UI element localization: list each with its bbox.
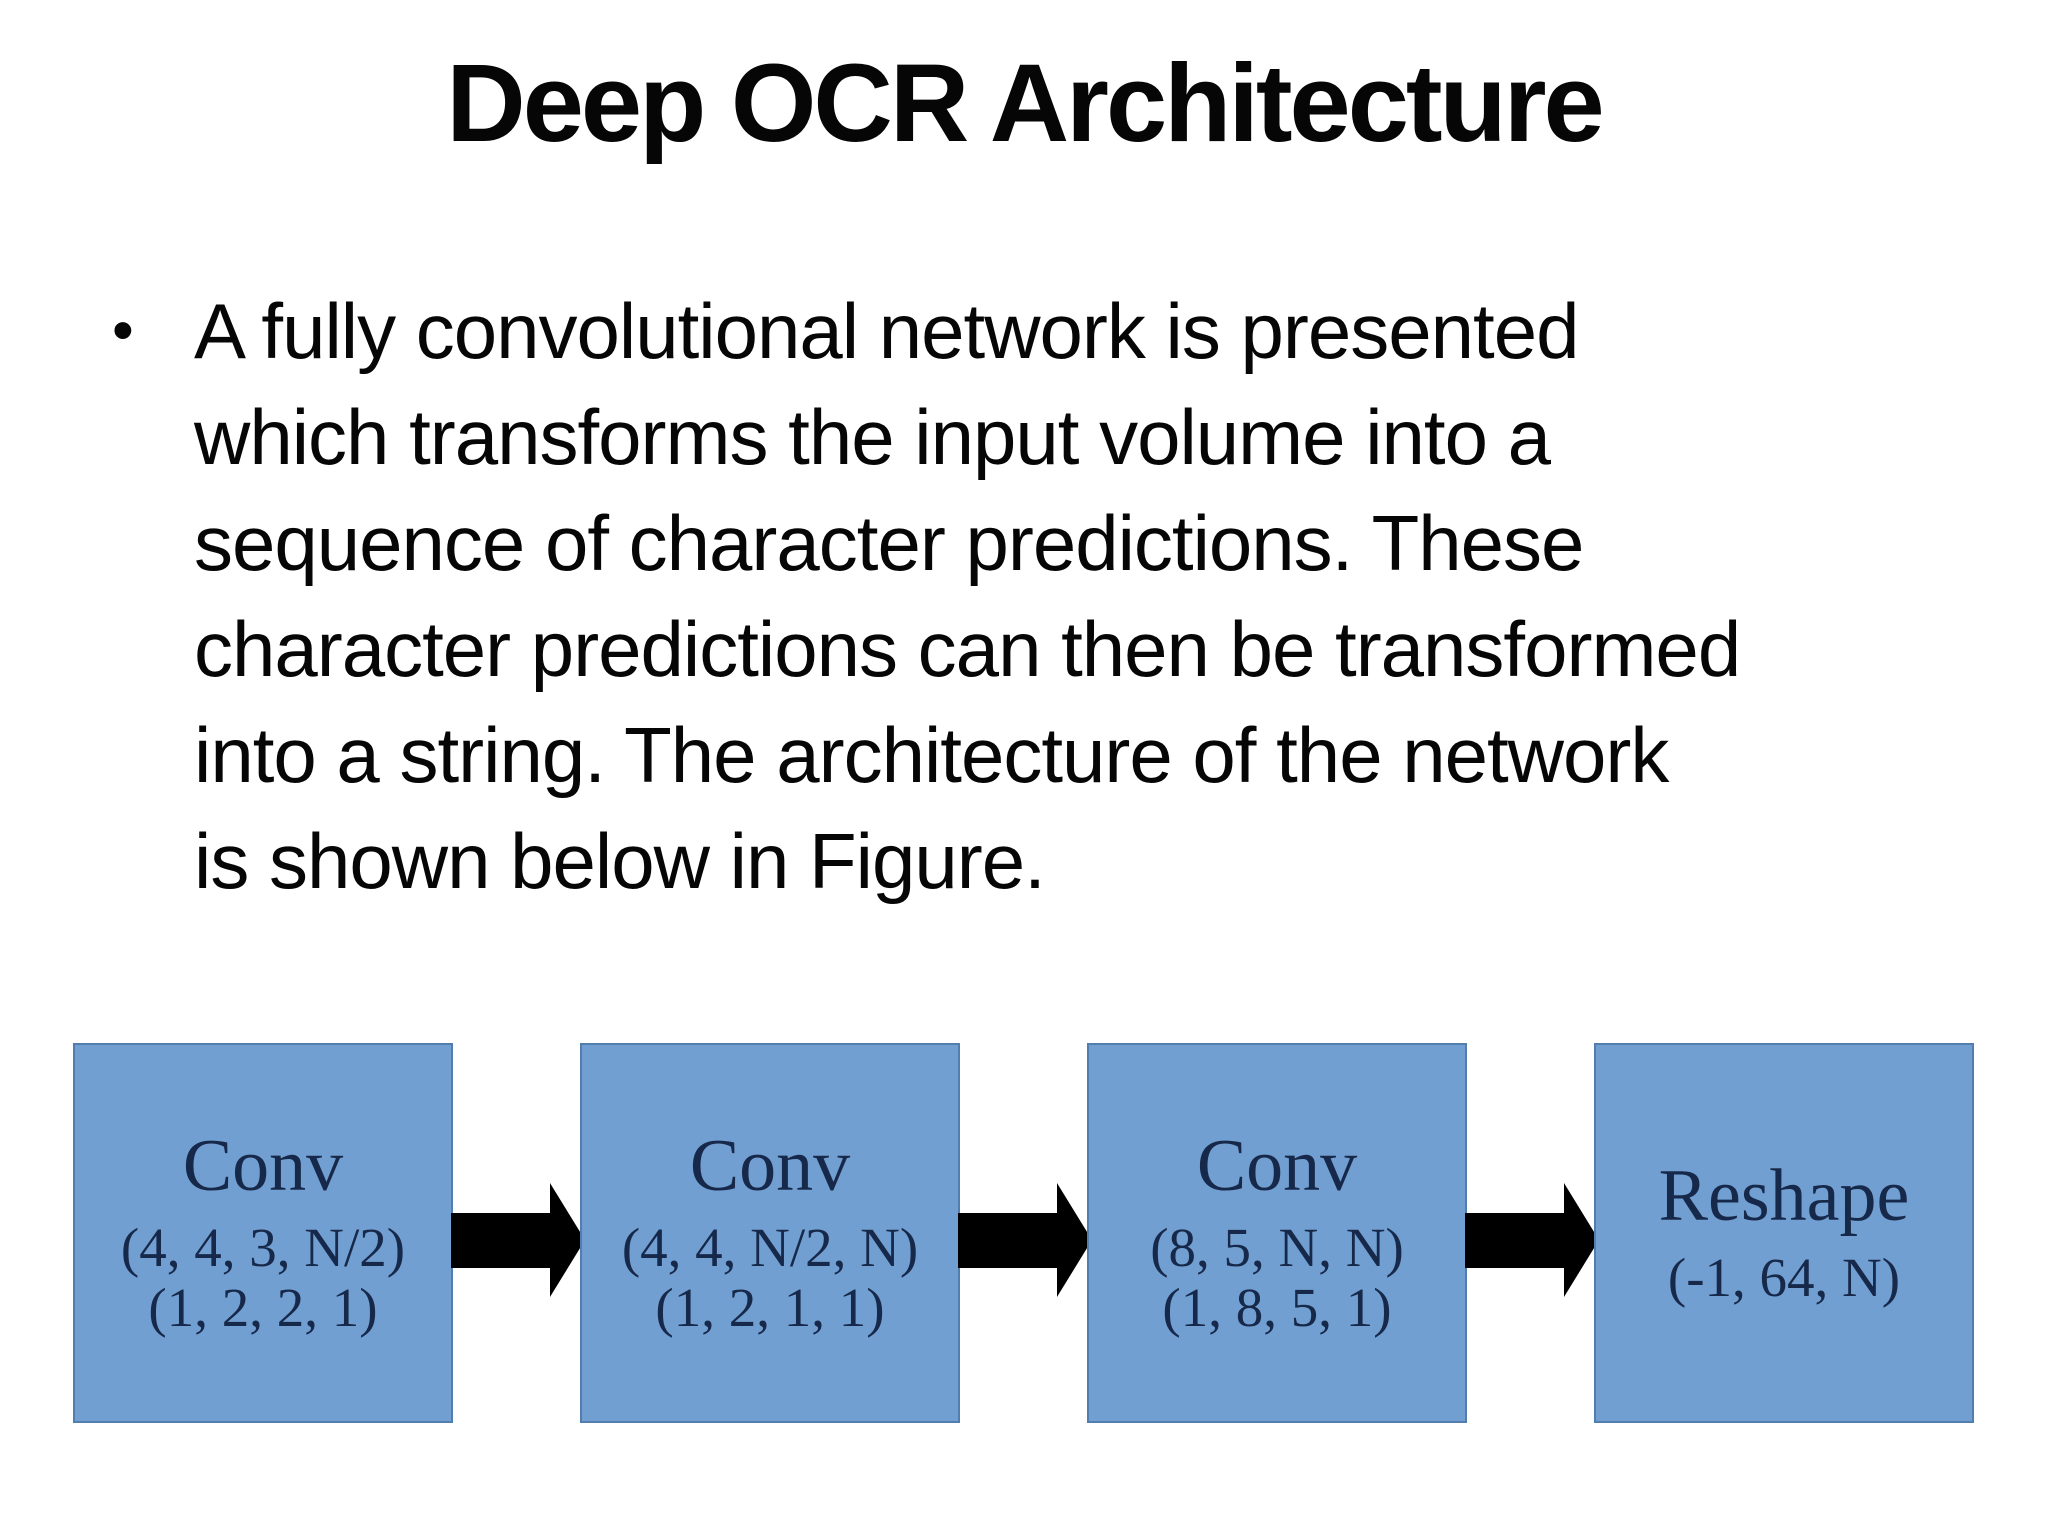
bullet-paragraph: A fully convolutional network is present… bbox=[194, 278, 1741, 914]
conv-box-2: Conv (4, 4, N/2, N) (1, 2, 1, 1) bbox=[580, 1043, 960, 1423]
conv-box-2-spec1: (4, 4, N/2, N) bbox=[621, 1216, 919, 1278]
bullet-line-3: sequence of character predictions. These bbox=[194, 499, 1584, 587]
right-arrow-icon bbox=[550, 1183, 585, 1297]
reshape-box-label: Reshape bbox=[1658, 1155, 1910, 1238]
slide-title: Deep OCR Architecture bbox=[446, 42, 1604, 165]
conv-box-3-spec1: (8, 5, N, N) bbox=[1150, 1216, 1404, 1278]
bullet-marker: • bbox=[112, 296, 134, 365]
conv-box-1-spec1: (4, 4, 3, N/2) bbox=[120, 1216, 406, 1278]
conv-box-3-label: Conv bbox=[1196, 1125, 1358, 1208]
conv-box-2-spec2: (1, 2, 1, 1) bbox=[655, 1276, 885, 1338]
reshape-box: Reshape (-1, 64, N) bbox=[1594, 1043, 1974, 1423]
right-arrow-icon bbox=[1564, 1183, 1599, 1297]
conv-box-1-label: Conv bbox=[182, 1125, 344, 1208]
bullet-line-4: character predictions can then be transf… bbox=[194, 605, 1741, 693]
bullet-line-1: A fully convolutional network is present… bbox=[194, 287, 1579, 375]
conv-box-3-spec2: (1, 8, 5, 1) bbox=[1162, 1276, 1392, 1338]
conv-box-1-spec2: (1, 2, 2, 1) bbox=[148, 1276, 378, 1338]
flow-arrow-3-tail bbox=[1465, 1213, 1564, 1268]
flow-arrow-2-tail bbox=[958, 1213, 1057, 1268]
flow-arrow-3 bbox=[1465, 1183, 1599, 1297]
conv-box-2-label: Conv bbox=[689, 1125, 851, 1208]
right-arrow-icon bbox=[1057, 1183, 1092, 1297]
flow-arrow-1 bbox=[451, 1183, 585, 1297]
bullet-line-2: which transforms the input volume into a bbox=[194, 393, 1551, 481]
bullet-line-5: into a string. The architecture of the n… bbox=[194, 711, 1669, 799]
flow-arrow-1-tail bbox=[451, 1213, 550, 1268]
conv-box-3: Conv (8, 5, N, N) (1, 8, 5, 1) bbox=[1087, 1043, 1467, 1423]
reshape-box-spec1: (-1, 64, N) bbox=[1667, 1246, 1901, 1308]
flow-arrow-2 bbox=[958, 1183, 1092, 1297]
bullet-line-6: is shown below in Figure. bbox=[194, 817, 1046, 905]
conv-box-1: Conv (4, 4, 3, N/2) (1, 2, 2, 1) bbox=[73, 1043, 453, 1423]
